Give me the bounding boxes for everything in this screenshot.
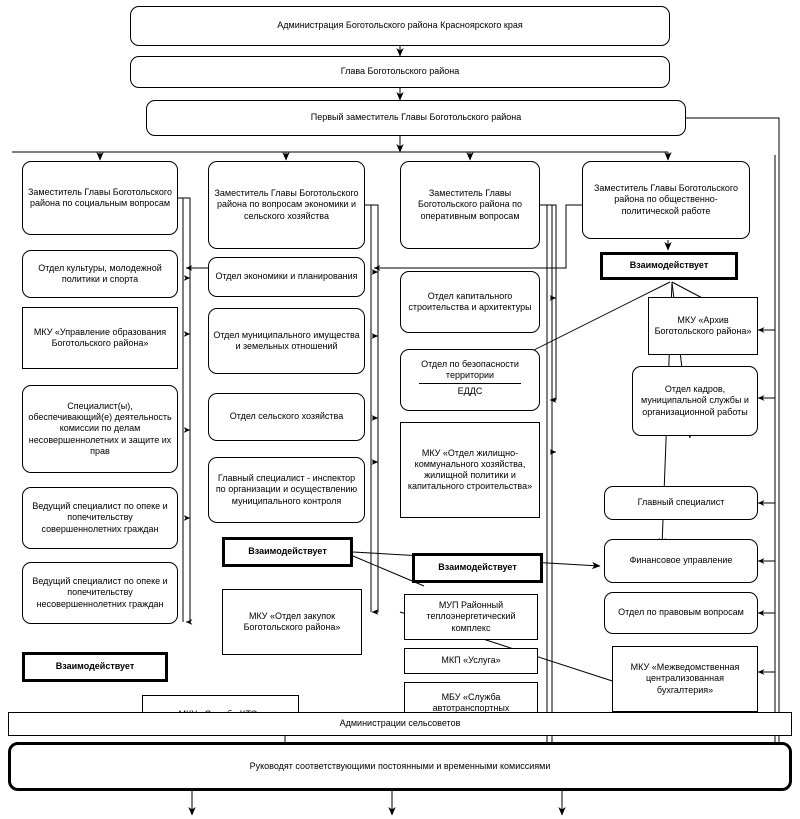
node-label: Ведущий специалист по опеке и попечитель… [32,576,168,609]
divider [419,383,521,385]
node-label: Администрация Боготольского района Красн… [277,20,523,31]
node-label: Отдел по безопасности территории [421,359,519,381]
node-label: МБУ «Служба автотранспортных [432,691,510,713]
node-label: Главный специалист [637,497,725,508]
node-archive-institution[interactable]: МКУ «Архив Боготольского района» [648,297,758,355]
node-label: Специалист(ы), обеспечивающий(е) деятель… [28,400,172,456]
node-label: Взаимодействует [438,562,517,573]
node-housing-utilities-department[interactable]: МКУ «Отдел жилищно-коммунального хозяйст… [400,422,540,518]
node-label: Отдел экономики и планирования [215,271,358,282]
node-interacts-column3[interactable]: Взаимодействует [412,553,543,583]
node-heat-power-complex[interactable]: МУП Районный теплоэнергетический комплек… [404,594,538,640]
node-label: Руководят соответствующими постоянными и… [249,760,551,771]
node-label: МКУ «Управление образования Боготольског… [33,326,167,348]
node-sublabel: ЕДДС [457,386,483,397]
node-hr-department[interactable]: Отдел кадров, муниципальной службы и орг… [632,366,758,436]
node-economy-planning-department[interactable]: Отдел экономики и планирования [208,257,365,297]
node-standing-temporary-commissions[interactable]: Руководят соответствующими постоянными и… [8,742,792,791]
node-label: Заместитель Главы Боготольского района п… [593,183,739,216]
node-label: МКП «Услуга» [441,655,501,666]
node-selsovet-administrations[interactable]: Администрации сельсоветов [8,712,792,736]
node-usluga-enterprise[interactable]: МКП «Услуга» [404,648,538,674]
node-chief-specialist[interactable]: Главный специалист [604,486,758,520]
node-purchasing-department[interactable]: МКУ «Отдел закупок Боготольского района» [222,589,362,655]
node-label: МКУ «Отдел закупок Боготольского района» [243,610,341,632]
node-label: Отдел сельского хозяйства [229,411,344,422]
node-deputy-social[interactable]: Заместитель Главы Боготольского района п… [22,161,178,235]
node-label: Заместитель Главы Боготольского района п… [214,188,359,221]
node-label: Главный специалист - инспектор по органи… [215,473,358,506]
node-education-administration[interactable]: МКУ «Управление образования Боготольског… [22,307,178,369]
node-label: МКУ «Архив Боготольского района» [654,314,752,336]
node-municipal-property-department[interactable]: Отдел муниципального имущества и земельн… [208,308,365,374]
node-label: Заместитель Главы Боготольского района п… [27,186,173,208]
node-label: МКУ «Отдел жилищно-коммунального хозяйст… [407,447,533,492]
node-administration[interactable]: Администрация Боготольского района Красн… [130,6,670,46]
node-territory-security-department[interactable]: Отдел по безопасности территории ЕДДС [400,349,540,411]
node-label: Отдел по правовым вопросам [618,607,744,618]
node-label: Отдел капитального строительства и архит… [408,290,532,312]
node-first-deputy[interactable]: Первый заместитель Главы Боготольского р… [146,100,686,136]
node-deputy-operational[interactable]: Заместитель Главы Боготольского района п… [400,161,540,249]
node-label: Отдел муниципального имущества и земельн… [213,329,360,351]
node-label: Отдел культуры, молодежной политики и сп… [38,262,162,284]
node-adult-guardianship-specialist[interactable]: Ведущий специалист по опеке и попечитель… [22,487,178,549]
node-interacts-column1[interactable]: Взаимодействует [22,652,168,682]
node-label: МКУ «Межведомственная централизованная б… [630,662,740,695]
node-deputy-public-political[interactable]: Заместитель Главы Боготольского района п… [582,161,750,239]
node-interacts-column4[interactable]: Взаимодействует [600,252,738,280]
node-label: Взаимодействует [248,546,327,557]
node-label: Отдел кадров, муниципальной службы и орг… [641,384,749,417]
node-centralized-accounting[interactable]: МКУ «Межведомственная централизованная б… [612,646,758,712]
node-label: Первый заместитель Главы Боготольского р… [310,112,522,123]
node-label: Глава Боготольского района [340,66,460,77]
node-label: Финансовое управление [629,555,733,566]
node-capital-construction-department[interactable]: Отдел капитального строительства и архит… [400,271,540,333]
node-label: Администрации сельсоветов [339,718,461,729]
node-label: Взаимодействует [629,260,709,271]
node-deputy-economy[interactable]: Заместитель Главы Боготольского района п… [208,161,365,249]
node-interacts-column2[interactable]: Взаимодействует [222,537,353,567]
node-culture-department[interactable]: Отдел культуры, молодежной политики и сп… [22,250,178,298]
node-agriculture-department[interactable]: Отдел сельского хозяйства [208,393,365,441]
node-legal-department[interactable]: Отдел по правовым вопросам [604,592,758,634]
node-label: Взаимодействует [55,661,135,672]
node-label: МУП Районный теплоэнергетический комплек… [426,600,516,633]
node-municipal-control-inspector[interactable]: Главный специалист - инспектор по органи… [208,457,365,523]
node-minors-commission-specialist[interactable]: Специалист(ы), обеспечивающий(е) деятель… [22,385,178,473]
node-label: Заместитель Главы Боготольского района п… [417,188,523,221]
node-finance-administration[interactable]: Финансовое управление [604,539,758,583]
node-label: Ведущий специалист по опеке и попечитель… [32,501,168,534]
node-head-of-district[interactable]: Глава Боготольского района [130,56,670,88]
node-minor-guardianship-specialist[interactable]: Ведущий специалист по опеке и попечитель… [22,562,178,624]
